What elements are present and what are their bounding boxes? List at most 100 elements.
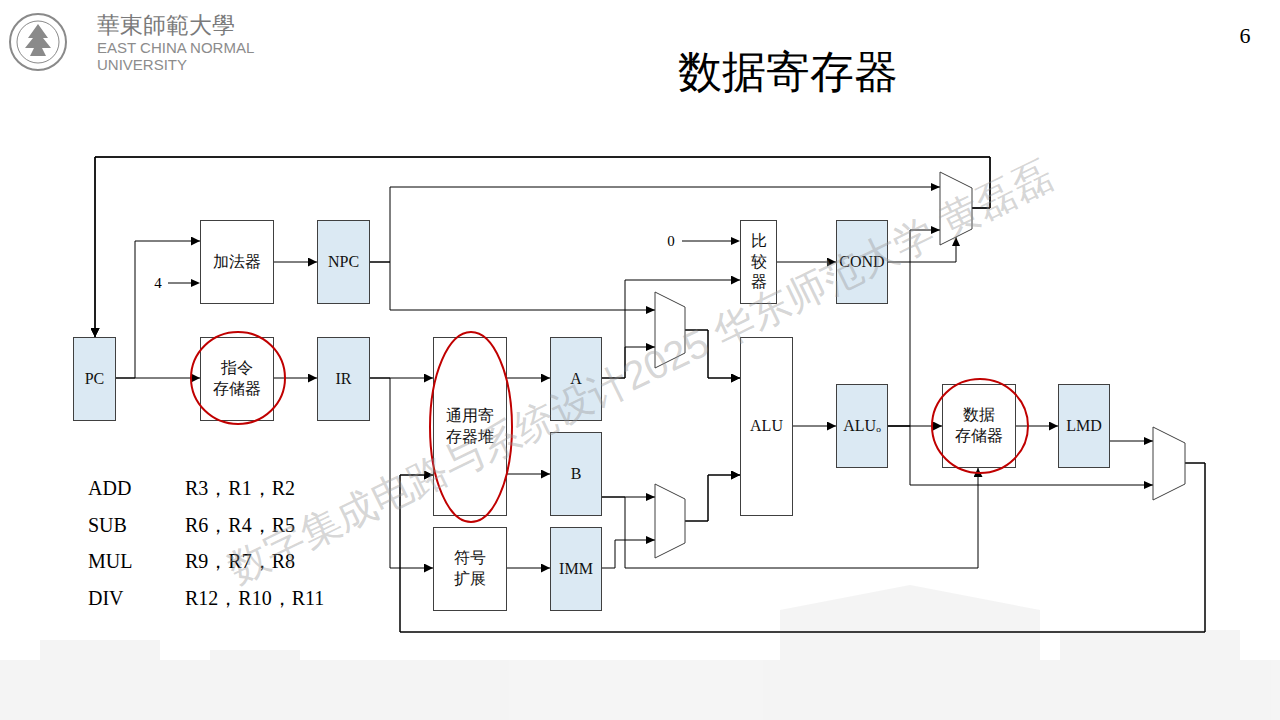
- logo-ring: [10, 14, 66, 70]
- datapath-wire: [507, 378, 550, 379]
- arrow-head: [646, 343, 655, 351]
- node-label: 符号 扩展: [448, 548, 492, 590]
- comparator-box: 比 较 器: [740, 220, 777, 304]
- datapath-wire: [1016, 426, 1058, 427]
- instruction-opcode: DIV: [88, 587, 124, 609]
- register-box: A: [550, 337, 602, 421]
- register-box: PC: [73, 337, 116, 421]
- datapath-wire: [400, 426, 1205, 632]
- register-box: NPC: [317, 220, 370, 304]
- multiplexer: [655, 292, 685, 368]
- slide-title: 数据寄存器: [678, 48, 898, 96]
- register-box: B: [550, 432, 602, 516]
- datapath-wire: [370, 262, 740, 378]
- campus-silhouette: [0, 585, 1280, 720]
- datapath-wire: [116, 378, 200, 379]
- register-box: LMD: [1058, 384, 1110, 468]
- building-roof: [780, 585, 1040, 610]
- university-logo: [10, 14, 66, 70]
- page-number: 6: [1240, 24, 1251, 48]
- watermark: 数字集成电路与系统设计2025 华东师范大学 黄磊磊: [221, 153, 1059, 592]
- logo-text: EAST CHINA NORMAL: [97, 40, 254, 57]
- node-label: ALUₒ: [843, 416, 881, 437]
- arrow-head: [646, 536, 655, 544]
- register-file-box: 通用寄 存器堆: [433, 337, 507, 516]
- node-label: COND: [839, 252, 884, 273]
- datapath-wire: [116, 241, 200, 378]
- instruction-operands: R3，R1，R2: [185, 477, 295, 499]
- node-label: 数据 存储器: [951, 405, 1007, 447]
- logo-text: 華東師範大學: [97, 13, 235, 38]
- node-label: IR: [336, 369, 352, 390]
- register-box: COND: [836, 220, 888, 304]
- datapath-wire: [507, 474, 550, 475]
- node-label: B: [571, 464, 582, 485]
- highlight-ellipse: [430, 332, 512, 522]
- constant-value: 0: [667, 233, 675, 250]
- node-label: IMM: [559, 559, 593, 580]
- node-label: PC: [85, 369, 105, 390]
- node-label: ALU: [750, 416, 783, 437]
- instruction-operands: R12，R10，R11: [185, 587, 324, 609]
- logo-tree: [25, 24, 51, 56]
- logo-ring: [17, 21, 59, 63]
- register-box: ALUₒ: [836, 384, 888, 468]
- arrow-head: [952, 237, 960, 246]
- adder-box: 加法器: [200, 220, 274, 304]
- building: [40, 640, 160, 720]
- constant-wire: [168, 283, 192, 284]
- instruction-opcode: ADD: [88, 477, 131, 499]
- node-label: 比 较 器: [749, 231, 769, 293]
- datapath-wire: [274, 378, 317, 379]
- datapath-wire: [274, 262, 317, 263]
- multiplexer: [655, 484, 685, 558]
- datapath-wire: [507, 568, 550, 569]
- constant-value: 4: [154, 275, 162, 292]
- highlight-ellipse: [191, 332, 285, 424]
- instruction-opcode: SUB: [88, 514, 127, 536]
- building: [780, 610, 1040, 720]
- node-label: 指令 存储器: [209, 358, 265, 400]
- arrow-head: [931, 226, 940, 234]
- node-label: NPC: [328, 252, 359, 273]
- node-label: A: [570, 369, 582, 390]
- datapath-wire: [95, 157, 990, 426]
- register-box: IR: [317, 337, 370, 421]
- arrow-head: [731, 237, 740, 245]
- datapath-wire: [602, 280, 740, 378]
- highlight-ellipse: [932, 379, 1028, 473]
- sign-extend-box: 符号 扩展: [433, 527, 507, 611]
- datapath-wire: [602, 468, 978, 568]
- node-label: LMD: [1066, 416, 1102, 437]
- datapath-wire: [370, 378, 433, 568]
- instruction-opcode: MUL: [88, 550, 132, 572]
- multiplexer: [1153, 427, 1185, 500]
- datapath-wire: [602, 475, 740, 568]
- arrow-head: [646, 306, 655, 314]
- alu-box: ALU: [740, 337, 793, 516]
- arrow-head: [1144, 481, 1153, 489]
- arrow-head: [931, 183, 940, 191]
- logo-text: UNIVERSITY: [97, 57, 187, 74]
- datapath-wire: [793, 426, 836, 427]
- register-box: IMM: [550, 527, 602, 611]
- connector-group: [95, 157, 1205, 632]
- memory-box: 指令 存储器: [200, 337, 274, 421]
- building: [210, 650, 300, 720]
- constant-wire: [682, 241, 732, 242]
- node-label: 加法器: [213, 252, 261, 273]
- arrow-head: [646, 493, 655, 501]
- instruction-operands: R9，R7，R8: [185, 550, 295, 572]
- node-label: 通用寄 存器堆: [442, 406, 498, 448]
- datapath-wire: [777, 262, 836, 263]
- memory-box: 数据 存储器: [942, 384, 1016, 468]
- multiplexer: [940, 172, 972, 245]
- building: [1060, 630, 1240, 720]
- instruction-operands: R6，R4，R5: [185, 514, 295, 536]
